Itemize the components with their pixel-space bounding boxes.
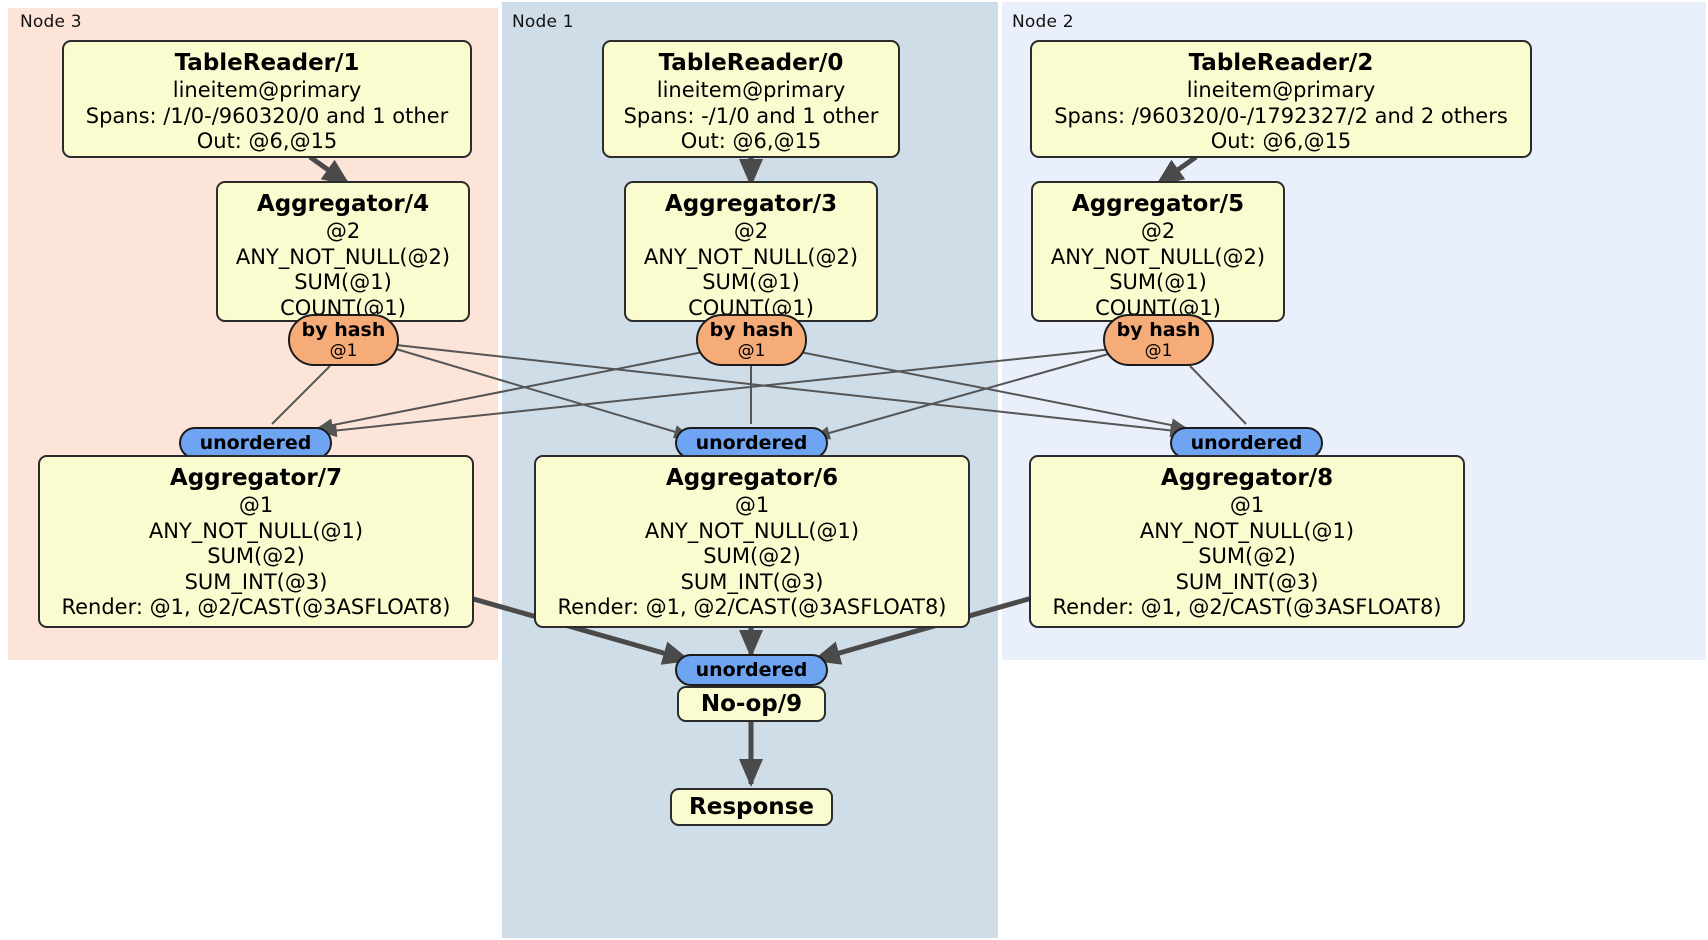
processor-title: TableReader/0 <box>658 50 844 76</box>
processor-line: Spans: -/1/0 and 1 other <box>623 103 879 128</box>
router-column-label: @1 <box>1144 341 1173 361</box>
processor-title: Aggregator/4 <box>256 191 430 217</box>
node-label-node2: Node 2 <box>1012 12 1074 32</box>
processor-line: Render: @1, @2/CAST(@3ASFLOAT8) <box>61 595 451 619</box>
synchronizer-unordered-aggregator-8[interactable]: unordered <box>1170 427 1323 459</box>
processor-line: @1 <box>238 493 274 517</box>
processor-line: @1 <box>1229 493 1265 517</box>
processor-response[interactable]: Response <box>670 788 833 826</box>
router-by-hash-aggregator-4[interactable]: by hash @1 <box>288 314 399 366</box>
synchronizer-label: unordered <box>695 432 808 454</box>
processor-line: SUM(@1) <box>1109 270 1207 294</box>
processor-line: SUM(@2) <box>207 544 305 568</box>
processor-title: TableReader/2 <box>1188 50 1374 76</box>
processor-line: @1 <box>734 493 770 517</box>
processor-line: Render: @1, @2/CAST(@3ASFLOAT8) <box>1052 595 1442 619</box>
processor-title: Aggregator/3 <box>664 191 838 217</box>
processor-aggregator-5[interactable]: Aggregator/5 @2 ANY_NOT_NULL(@2) SUM(@1)… <box>1031 181 1285 322</box>
processor-table-reader-1[interactable]: TableReader/1 lineitem@primary Spans: /1… <box>62 40 472 158</box>
synchronizer-label: unordered <box>1190 432 1303 454</box>
processor-aggregator-6[interactable]: Aggregator/6 @1 ANY_NOT_NULL(@1) SUM(@2)… <box>534 455 970 628</box>
processor-aggregator-3[interactable]: Aggregator/3 @2 ANY_NOT_NULL(@2) SUM(@1)… <box>624 181 878 322</box>
router-column-label: @1 <box>329 341 358 361</box>
processor-line: SUM(@2) <box>1198 544 1296 568</box>
router-by-hash-aggregator-3[interactable]: by hash @1 <box>696 314 807 366</box>
processor-line: Out: @6,@15 <box>196 129 338 153</box>
processor-line: lineitem@primary <box>172 78 362 102</box>
router-column-label: @1 <box>737 341 766 361</box>
processor-line: @2 <box>1140 219 1176 243</box>
processor-line: ANY_NOT_NULL(@1) <box>1139 518 1355 543</box>
synchronizer-label: unordered <box>695 659 808 681</box>
processor-line: Out: @6,@15 <box>680 129 822 153</box>
processor-aggregator-7[interactable]: Aggregator/7 @1 ANY_NOT_NULL(@1) SUM(@2)… <box>38 455 474 628</box>
processor-line: ANY_NOT_NULL(@1) <box>148 518 364 543</box>
processor-line: ANY_NOT_NULL(@1) <box>644 518 860 543</box>
processor-line: Out: @6,@15 <box>1210 129 1352 153</box>
router-kind-label: by hash <box>1116 319 1201 341</box>
processor-line: Render: @1, @2/CAST(@3ASFLOAT8) <box>557 595 947 619</box>
processor-line: lineitem@primary <box>1186 78 1376 102</box>
processor-title: Aggregator/7 <box>169 465 343 491</box>
processor-line: ANY_NOT_NULL(@2) <box>235 244 451 269</box>
processor-title: Aggregator/5 <box>1071 191 1245 217</box>
processor-line: @2 <box>325 219 361 243</box>
node-label-node3: Node 3 <box>20 12 82 32</box>
router-kind-label: by hash <box>301 319 386 341</box>
node-label-node1: Node 1 <box>512 12 574 32</box>
processor-table-reader-2[interactable]: TableReader/2 lineitem@primary Spans: /9… <box>1030 40 1532 158</box>
processor-line: Spans: /960320/0-/1792327/2 and 2 others <box>1054 103 1508 128</box>
processor-line: SUM(@1) <box>702 270 800 294</box>
processor-line: SUM(@1) <box>294 270 392 294</box>
router-kind-label: by hash <box>709 319 794 341</box>
processor-line: SUM_INT(@3) <box>1175 569 1319 594</box>
processor-line: @2 <box>733 219 769 243</box>
synchronizer-unordered-aggregator-6[interactable]: unordered <box>675 427 828 459</box>
router-by-hash-aggregator-5[interactable]: by hash @1 <box>1103 314 1214 366</box>
processor-line: ANY_NOT_NULL(@2) <box>643 244 859 269</box>
processor-title: Aggregator/6 <box>665 465 839 491</box>
processor-title: TableReader/1 <box>174 50 360 76</box>
processor-aggregator-4[interactable]: Aggregator/4 @2 ANY_NOT_NULL(@2) SUM(@1)… <box>216 181 470 322</box>
processor-aggregator-8[interactable]: Aggregator/8 @1 ANY_NOT_NULL(@1) SUM(@2)… <box>1029 455 1465 628</box>
processor-line: SUM_INT(@3) <box>680 569 824 594</box>
processor-line: lineitem@primary <box>656 78 846 102</box>
processor-line: SUM(@2) <box>703 544 801 568</box>
processor-noop-9[interactable]: No-op/9 <box>677 686 826 722</box>
processor-line: Spans: /1/0-/960320/0 and 1 other <box>85 103 449 128</box>
synchronizer-label: unordered <box>199 432 312 454</box>
synchronizer-unordered-noop-9[interactable]: unordered <box>675 654 828 686</box>
processor-line: ANY_NOT_NULL(@2) <box>1050 244 1266 269</box>
processor-table-reader-0[interactable]: TableReader/0 lineitem@primary Spans: -/… <box>602 40 900 158</box>
processor-line: SUM_INT(@3) <box>184 569 328 594</box>
processor-title: Aggregator/8 <box>1160 465 1334 491</box>
